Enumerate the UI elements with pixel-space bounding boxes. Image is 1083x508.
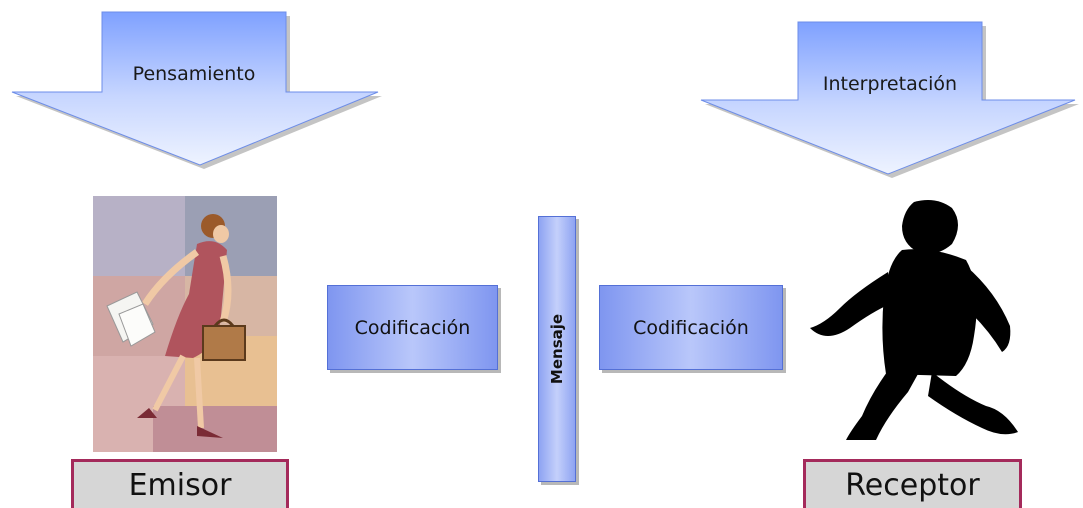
emisor-label: Emisor bbox=[128, 468, 232, 503]
emisor-box: Emisor bbox=[71, 459, 289, 508]
mensaje-label: Mensaje bbox=[548, 313, 566, 385]
pensamiento-arrow bbox=[11, 11, 379, 166]
codificacion-left-label: Codificación bbox=[354, 316, 471, 339]
codificacion-box-left: Codificación bbox=[327, 285, 498, 370]
emisor-illustration bbox=[93, 196, 277, 452]
receptor-silhouette bbox=[810, 200, 1018, 440]
pensamiento-label: Pensamiento bbox=[132, 63, 256, 85]
interpretacion-label: Interpretación bbox=[822, 73, 958, 95]
mensaje-box: Mensaje bbox=[538, 216, 576, 482]
receptor-box: Receptor bbox=[803, 459, 1022, 508]
receptor-label: Receptor bbox=[845, 468, 980, 503]
interpretacion-arrow bbox=[700, 21, 1076, 175]
codificacion-right-label: Codificación bbox=[633, 316, 749, 339]
codificacion-box-right: Codificación bbox=[599, 285, 783, 370]
